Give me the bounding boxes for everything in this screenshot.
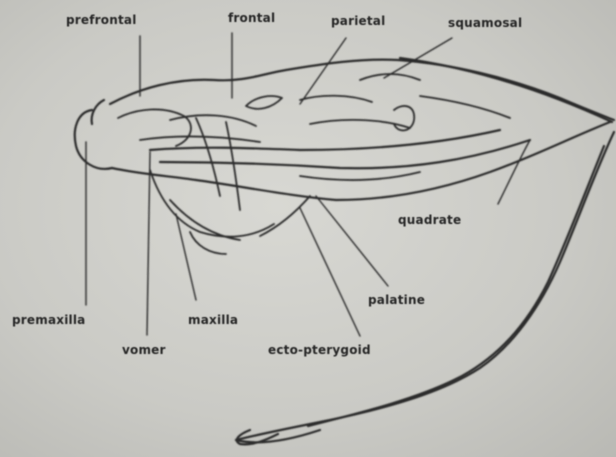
label-frontal: frontal xyxy=(228,11,275,25)
label-squamosal: squamosal xyxy=(448,16,522,30)
leader-lines xyxy=(86,33,530,336)
label-premaxilla: premaxilla xyxy=(12,313,85,327)
label-vomer: vomer xyxy=(122,343,166,357)
label-palatine: palatine xyxy=(368,293,425,307)
label-prefrontal: prefrontal xyxy=(66,13,137,27)
label-ectopterygoid: ecto-pterygoid xyxy=(268,343,371,357)
lower-jaw xyxy=(236,132,614,444)
label-quadrate: quadrate xyxy=(398,213,461,227)
skull-outline xyxy=(75,58,614,200)
skull-internal-bones xyxy=(118,74,510,210)
palate-outline xyxy=(150,170,310,254)
label-parietal: parietal xyxy=(331,14,385,28)
label-maxilla: maxilla xyxy=(188,313,238,327)
